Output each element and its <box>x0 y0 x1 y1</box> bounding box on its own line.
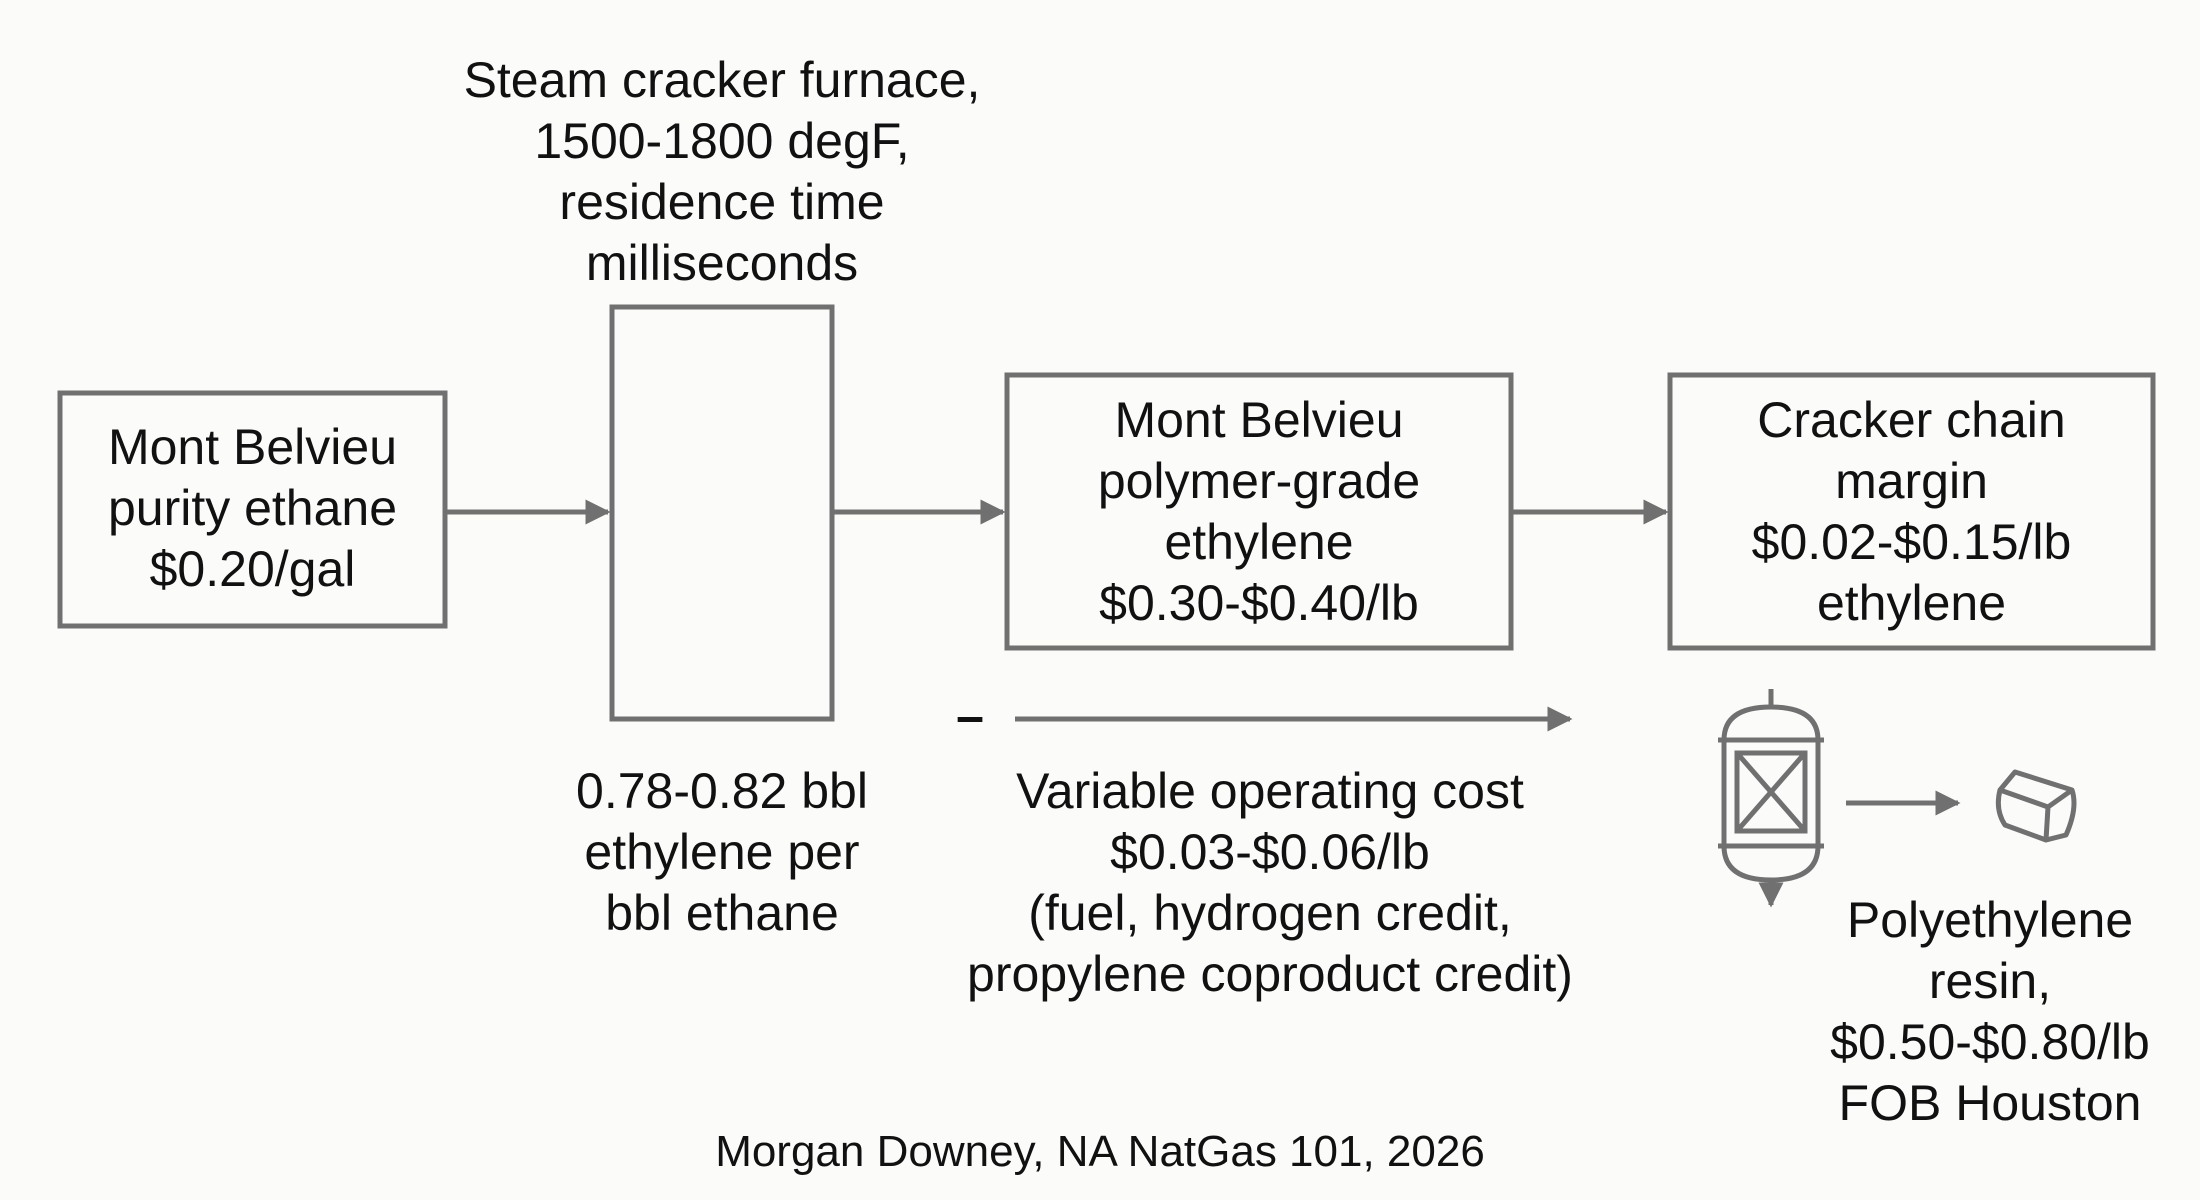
furnace-label-line: residence time <box>559 174 885 230</box>
margin-box-line: margin <box>1835 453 1988 509</box>
margin-box-text: Cracker chain margin $0.02-$0.15/lb ethy… <box>1670 390 2153 634</box>
yield-label-line: bbl ethane <box>605 885 839 941</box>
opex-label-line: Variable operating cost <box>1016 763 1524 819</box>
ethane-box-text: Mont Belvieu purity ethane $0.20/gal <box>60 417 445 600</box>
furnace-label-line: 1500-1800 degF, <box>534 113 910 169</box>
resin-label-line: FOB Houston <box>1838 1075 2142 1131</box>
furnace-box <box>609 304 835 722</box>
margin-box-line: ethylene <box>1816 575 2007 631</box>
opex-label-line: (fuel, hydrogen credit, <box>1028 885 1512 941</box>
yield-label-line: 0.78-0.82 bbl <box>576 763 868 819</box>
ethylene-box-line: polymer-grade <box>1097 453 1421 509</box>
resin-pellet-icon <box>1995 769 2077 843</box>
ethylene-box-line: ethylene <box>1164 514 1354 570</box>
margin-box <box>1667 372 2156 651</box>
opex-label-line: $0.03-$0.06/lb <box>1110 824 1430 880</box>
reactor-vessel-icon <box>1718 689 1824 908</box>
opex-sign: – <box>956 688 984 744</box>
ethylene-box-line: Mont Belvieu <box>1114 392 1404 448</box>
opex-label-line: propylene coproduct credit) <box>967 946 1573 1002</box>
ethylene-box-text: Mont Belvieu polymer-grade ethylene $0.3… <box>1007 390 1511 634</box>
furnace-label-line: Steam cracker furnace, <box>463 52 981 108</box>
resin-label-line: Polyethylene <box>1846 892 2134 948</box>
furnace-label-line: milliseconds <box>585 235 859 291</box>
ethane-box-line: $0.20/gal <box>149 541 356 597</box>
ethane-box-line: purity ethane <box>107 480 398 536</box>
resin-label-line: resin, <box>1928 953 2052 1009</box>
margin-box-line: $0.02-$0.15/lb <box>1751 514 2072 570</box>
yield-label: 0.78-0.82 bbl ethylene per bbl ethane <box>522 761 922 944</box>
resin-label-line: $0.50-$0.80/lb <box>1830 1014 2150 1070</box>
yield-label-line: ethylene per <box>584 824 860 880</box>
furnace-label: Steam cracker furnace, 1500-1800 degF, r… <box>422 50 1022 294</box>
margin-box-line: Cracker chain <box>1757 392 2066 448</box>
footer-credit: Morgan Downey, NA NatGas 101, 2026 <box>715 1127 1485 1176</box>
resin-label: Polyethylene resin, $0.50-$0.80/lb FOB H… <box>1790 890 2190 1134</box>
ethane-box-line: Mont Belvieu <box>107 419 398 475</box>
ethylene-box-line: $0.30-$0.40/lb <box>1099 575 1419 631</box>
opex-label: Variable operating cost $0.03-$0.06/lb (… <box>940 761 1600 1005</box>
